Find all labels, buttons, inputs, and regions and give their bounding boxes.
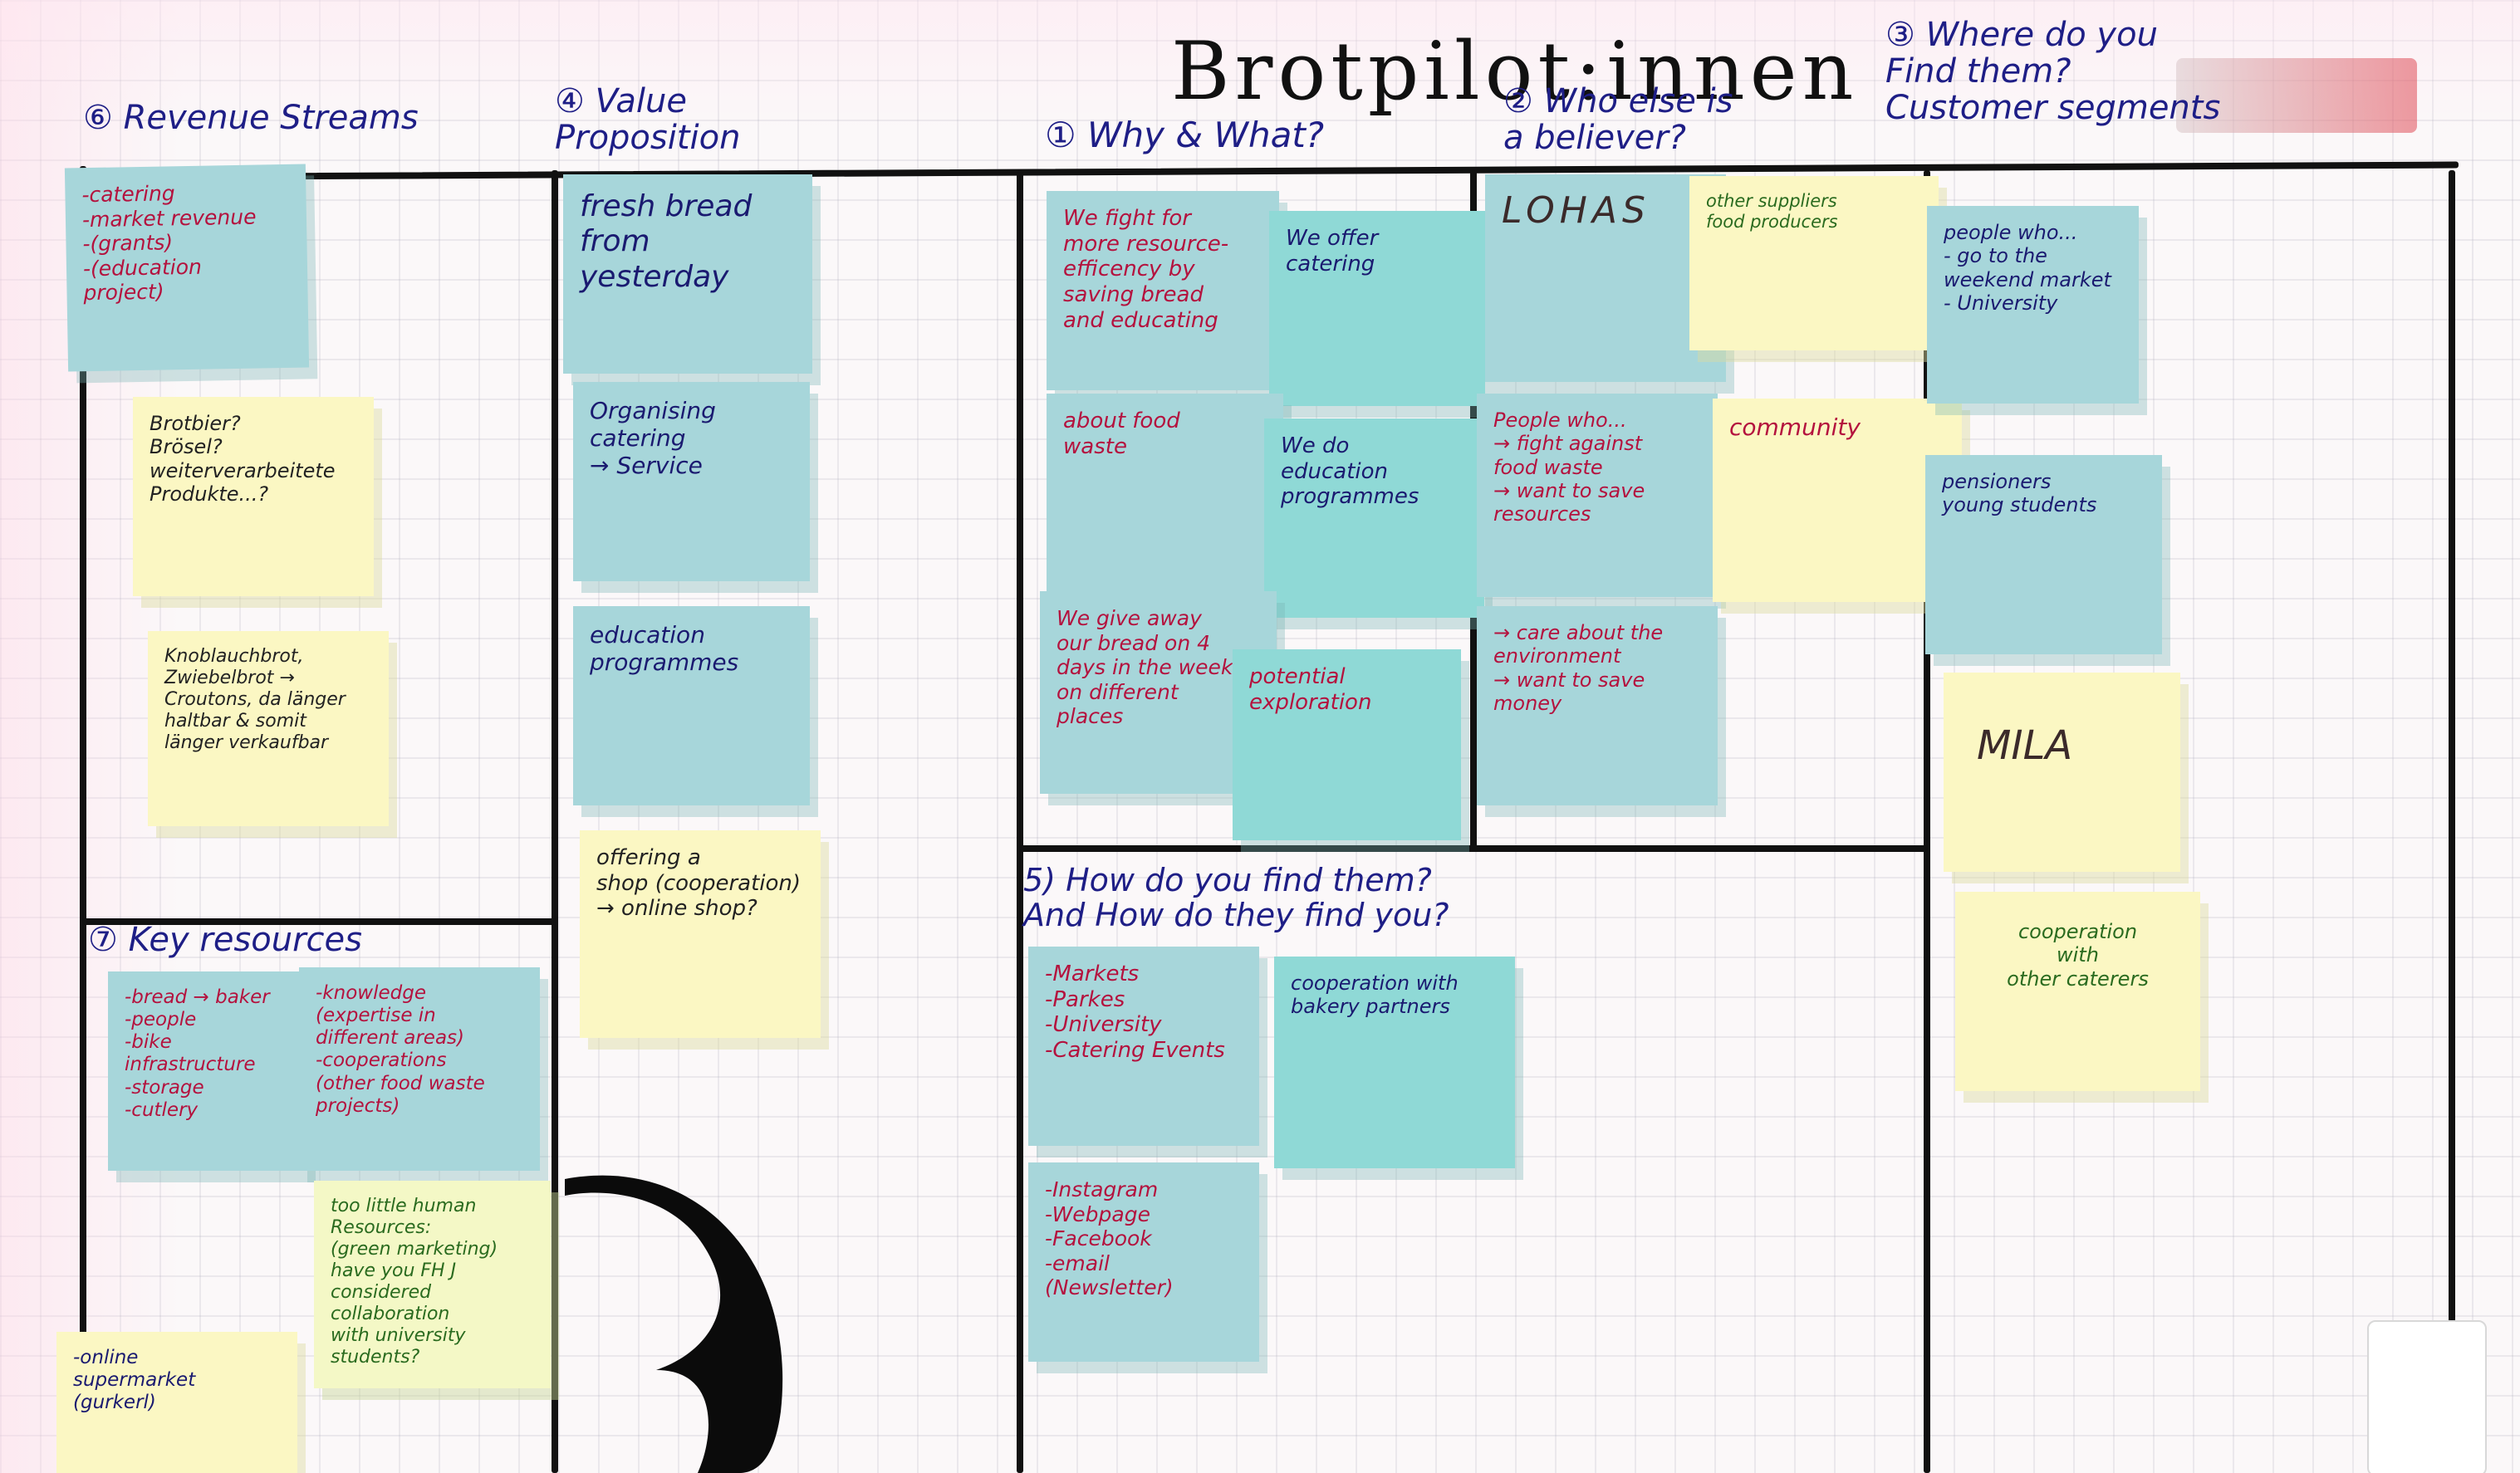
note-organising-catering: Organising catering → Service [573,382,810,581]
note-pensioners: pensioners young students [1925,455,2162,654]
header-how-find: 5) How do you find them? And How do they… [1023,862,1449,933]
note-bakery-partners: cooperation with bakery partners [1274,957,1515,1168]
canvas-right-line [2449,170,2455,1473]
divider-why-howfind [1020,845,1927,852]
note-text: -knowledge (expertise in different areas… [316,982,485,1117]
canvas-top-line [82,161,2459,181]
note-online-supermarket: -online supermarket (gurkerl) [56,1332,297,1473]
note-we-do-education: We do education programmes [1264,418,1484,618]
note-text: LOHAS [1502,189,1650,232]
note-potential-exploration: potential exploration [1233,649,1461,840]
note-cooperation-caterers: cooperation with other caterers [1955,892,2200,1091]
note-fresh-bread: fresh bread from yesterday [563,174,812,374]
note-text: MILA [1977,722,2073,769]
divider-revenue-key [83,918,556,925]
note-text: community [1729,414,1861,441]
note-human-resources: too little human Resources: (green marke… [314,1181,551,1388]
note-text: other suppliers food producers [1706,191,1838,232]
note-people-who-segments: people who... - go to the weekend market… [1927,206,2139,404]
note-text: We give away our bread on 4 days in the … [1057,606,1233,728]
note-knowledge: -knowledge (expertise in different areas… [299,967,540,1171]
divider-believer-segments [1924,170,1930,1473]
note-text: -Markets -Parkes -University -Catering E… [1045,962,1225,1064]
header-customer-segments: ③ Where do you Find them? Customer segme… [1885,16,2221,127]
note-text: -Instagram -Webpage -Facebook -email (Ne… [1045,1177,1174,1299]
note-people-who-believer: People who... → fight against food waste… [1477,394,1718,597]
note-about-food-waste: about food waste [1047,394,1283,593]
note-text: about food waste [1063,409,1180,459]
board-title: Brotpilot:innen [1171,25,1859,118]
note-text: cooperation with other caterers [2007,920,2149,991]
note-knoblauchbrot: Knoblauchbrot, Zwiebelbrot → Croutons, d… [148,631,389,826]
note-text: -bread → baker -people -bike infrastruct… [125,986,270,1121]
note-we-offer-catering: We offer catering [1269,211,1485,406]
header-value-proposition: ④ Value Proposition [555,82,741,157]
divider-value-why [1017,170,1023,1473]
note-text: Knoblauchbrot, Zwiebelbrot → Croutons, d… [164,646,346,753]
note-text: fresh bread from yesterday [580,189,753,294]
note-mila: MILA [1944,673,2180,872]
note-community: community [1713,399,1962,602]
note-lohas: LOHAS [1485,174,1726,382]
note-we-fight: We fight for more resource- efficency by… [1047,191,1279,390]
note-text: Organising catering → Service [590,397,716,480]
note-other-suppliers: other suppliers food producers [1689,176,1939,350]
canvas-left-line [80,166,86,1473]
note-text: pensioners young students [1942,470,2097,517]
black-marker-curve [565,1175,783,1473]
note-text: offering a shop (cooperation) → online s… [596,845,802,922]
note-brotbier: Brotbier? Brösel? weiterverarbeitete Pro… [133,397,374,596]
note-social-channels: -Instagram -Webpage -Facebook -email (Ne… [1028,1162,1259,1362]
corner-card [2367,1320,2487,1473]
note-revenue-list: -catering -market revenue -(grants) -(ed… [64,164,310,372]
note-markets: -Markets -Parkes -University -Catering E… [1028,947,1259,1146]
note-text: -online supermarket (gurkerl) [73,1347,196,1414]
note-text: We do education programmes [1281,433,1419,510]
note-text: We fight for more resource- efficency by… [1063,206,1229,333]
note-education-programmes: education programmes [573,606,810,805]
note-bread-baker: -bread → baker -people -bike infrastruct… [108,971,307,1171]
note-text: Brotbier? Brösel? weiterverarbeitete Pro… [150,412,336,506]
note-text: People who... → fight against food waste… [1493,409,1645,526]
header-believer: ② Who else is a believer? [1503,82,1733,157]
note-text: people who... - go to the weekend market… [1944,221,2111,315]
note-care-environment: → care about the environment → want to s… [1477,606,1718,805]
divider-revenue-value [552,170,558,1473]
note-offering-shop: offering a shop (cooperation) → online s… [580,830,821,1038]
header-why-what: ① Why & What? [1045,115,1325,155]
note-text: → care about the environment → want to s… [1493,621,1664,715]
header-revenue-streams: ⑥ Revenue Streams [83,99,419,137]
note-text: We offer catering [1286,226,1379,276]
note-text: potential exploration [1249,664,1372,715]
note-text: education programmes [590,621,739,677]
header-key-resources: ⑦ Key resources [88,921,362,959]
note-text: cooperation with bakery partners [1291,971,1459,1019]
note-text: -catering -market revenue -(grants) -(ed… [81,181,257,306]
note-text: too little human Resources: (green marke… [331,1196,498,1368]
